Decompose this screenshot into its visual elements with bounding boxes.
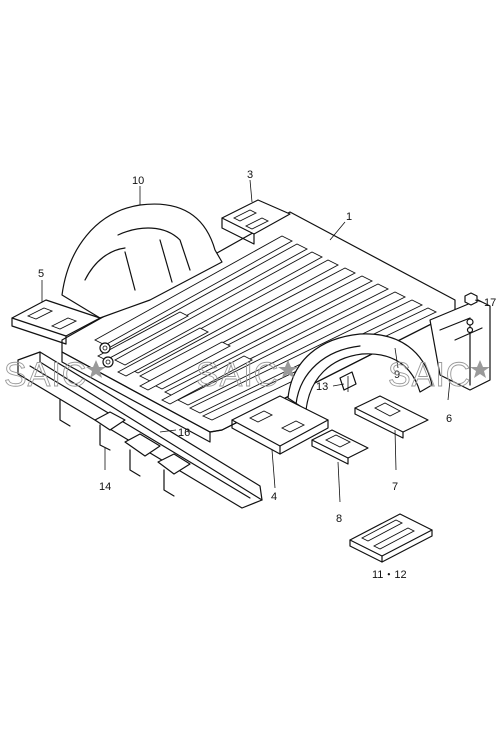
callout-8: 8 xyxy=(336,513,342,525)
watermark-star-icon xyxy=(278,360,298,378)
callout-13: 13 xyxy=(316,381,328,393)
watermark-left: SAIC xyxy=(4,356,87,394)
callout-1: 1 xyxy=(346,211,352,223)
clip-13 xyxy=(339,371,357,392)
callout-11-12: 11・12 xyxy=(372,569,407,581)
bracket-3 xyxy=(221,199,291,245)
floor-piece-4 xyxy=(231,395,329,455)
side-sill-left xyxy=(17,351,263,509)
callout-3: 3 xyxy=(247,169,253,181)
callout-labels: 1 3 4 5 6 7 8 9 10 11・12 13 14 16 17 xyxy=(38,169,496,581)
watermark-center: SAIC xyxy=(196,356,279,394)
callout-9: 9 xyxy=(394,369,400,381)
watermark-group: SAIC SAIC SAIC xyxy=(4,356,490,394)
callout-17: 17 xyxy=(484,297,496,309)
callout-14: 14 xyxy=(99,481,111,493)
watermark-right: SAIC xyxy=(388,356,471,394)
cross-member-8 xyxy=(311,429,369,465)
leader-lines xyxy=(41,179,483,503)
callout-4: 4 xyxy=(271,491,277,503)
floor-ribs xyxy=(94,235,438,421)
floor-bolts xyxy=(99,342,114,368)
wheel-house-left xyxy=(61,203,223,319)
floor-panel xyxy=(61,211,456,443)
bracket-5 xyxy=(11,299,101,345)
watermark-star-icon xyxy=(470,360,490,378)
callout-16: 16 xyxy=(178,427,190,439)
cross-member-7 xyxy=(354,395,429,439)
nut-17 xyxy=(464,292,478,306)
callout-7: 7 xyxy=(392,481,398,493)
callout-6: 6 xyxy=(446,413,452,425)
callout-10: 10 xyxy=(132,175,144,187)
callout-5: 5 xyxy=(38,268,44,280)
floor-plate-11-12 xyxy=(349,513,433,563)
watermark-star-icon xyxy=(86,360,106,378)
